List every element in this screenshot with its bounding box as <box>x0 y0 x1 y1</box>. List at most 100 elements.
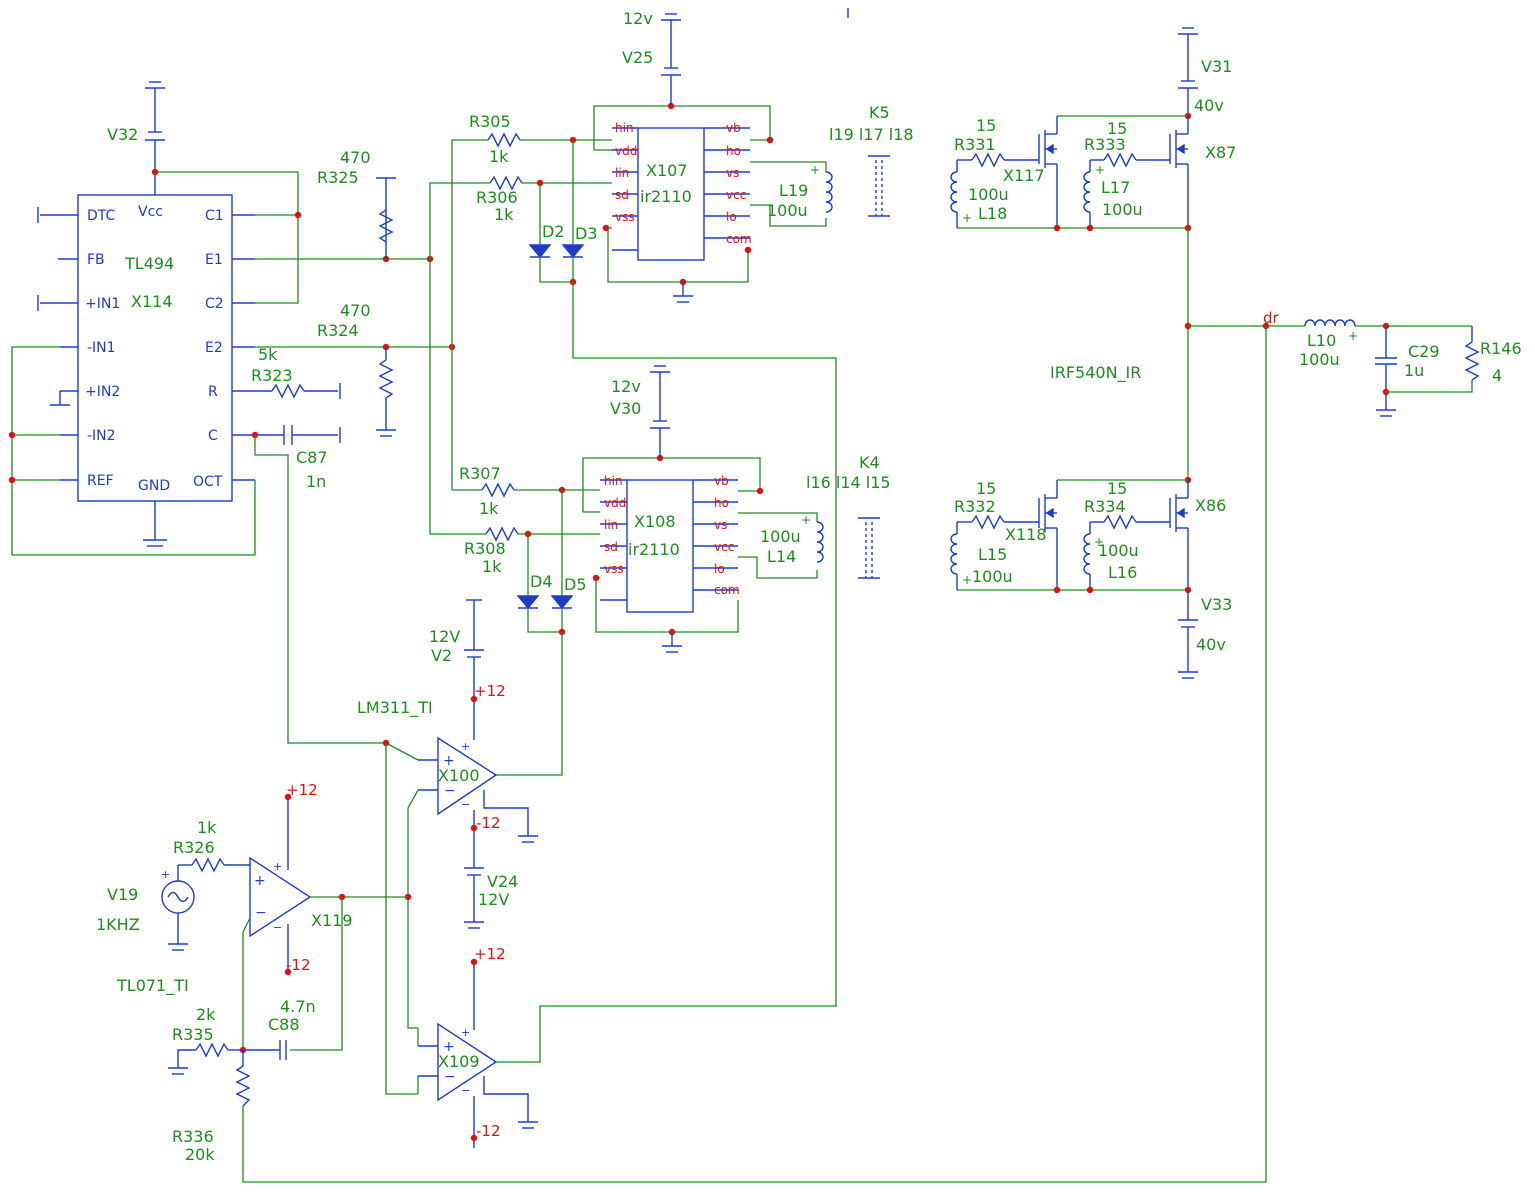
label-r333-value: 15 <box>1107 119 1127 138</box>
label-l18: L18 <box>978 204 1007 223</box>
node-p12-c: +12 <box>286 781 318 799</box>
label-r335: R335 <box>172 1025 214 1044</box>
label-r305-value: 1k <box>489 147 509 166</box>
tl494-pin-gnd: GND <box>138 478 170 494</box>
x107-driver: hin vdd lin sd vss vb ho vs vcc lo com X… <box>612 121 752 261</box>
x108-pin-vb: vb <box>714 474 729 488</box>
label-v24-value: 12V <box>478 890 509 909</box>
x107-pin-vcc: vcc <box>726 188 746 202</box>
label-r307-value: 1k <box>479 499 499 518</box>
tl494-pin-c: C <box>208 428 218 444</box>
label-irf540n: IRF540N_IR <box>1050 363 1141 383</box>
label-r307: R307 <box>459 464 501 483</box>
tl494-ref: X114 <box>131 292 173 311</box>
tl494-pin-vcc: Vcc <box>138 204 163 220</box>
label-v24: V24 <box>487 872 518 891</box>
tl494-pin-dtc: DTC <box>87 208 116 224</box>
label-l16: L16 <box>1108 563 1137 582</box>
label-v30: V30 <box>610 399 641 418</box>
svg-text:−: − <box>461 798 470 811</box>
label-r308-value: 1k <box>482 557 502 576</box>
label-l17: L17 <box>1101 178 1130 197</box>
label-l15-value: 100u <box>972 567 1013 586</box>
x108-pin-lin: lin <box>604 518 618 532</box>
label-v2: V2 <box>431 646 452 665</box>
label-r336-value: 20k <box>185 1145 215 1164</box>
label-d2: D2 <box>542 222 565 241</box>
label-v33: V33 <box>1201 595 1232 614</box>
label-x109: X109 <box>438 1052 480 1071</box>
x108-pin-com: com <box>714 583 740 597</box>
svg-text:+: + <box>461 740 470 753</box>
label-x87: X87 <box>1205 143 1236 162</box>
x107-pin-hin: hin <box>615 121 634 135</box>
label-c29-value: 1u <box>1404 361 1424 380</box>
label-c29: C29 <box>1408 342 1440 361</box>
svg-text:+: + <box>962 573 972 587</box>
label-v31: V31 <box>1201 57 1232 76</box>
tl494-pin-e2: E2 <box>205 340 223 356</box>
label-c87-value: 1n <box>306 472 326 491</box>
label-r325: R325 <box>317 168 359 187</box>
tl494-pin-c2: C2 <box>205 296 224 312</box>
label-l10: L10 <box>1307 331 1336 350</box>
label-r146-value: 4 <box>1492 366 1502 385</box>
node-dr: dr <box>1263 309 1280 327</box>
label-r146: R146 <box>1480 339 1522 358</box>
node-p12-a: +12 <box>474 682 506 700</box>
label-lm311: LM311_TI <box>357 698 433 718</box>
label-x118: X118 <box>1005 525 1047 544</box>
node-m12-b: -12 <box>476 1122 501 1140</box>
label-r334-value: 15 <box>1107 479 1127 498</box>
svg-text:−: − <box>444 783 456 799</box>
label-v25: V25 <box>622 48 653 67</box>
tl494-chip: DTC FB +IN1 -IN1 +IN2 -IN2 REF C1 E1 C2 … <box>37 81 255 547</box>
label-l10-value: 100u <box>1299 350 1340 369</box>
tl494-pin-in2p: +IN2 <box>85 384 120 400</box>
label-ir2110-b: ir2110 <box>628 540 680 559</box>
label-l16-value: 100u <box>1098 541 1139 560</box>
svg-text:+: + <box>1348 329 1358 343</box>
x108-pin-sd: sd <box>604 540 618 554</box>
label-tl071: TL071_TI <box>116 976 189 996</box>
tl494-pin-fb: FB <box>87 252 105 268</box>
label-k4: K4 <box>859 453 880 472</box>
label-v31-value: 40v <box>1194 96 1224 115</box>
label-d5: D5 <box>564 575 587 594</box>
tl494-pin-in1n: -IN1 <box>87 340 116 356</box>
label-v2-value: 12V <box>429 627 460 646</box>
label-r332-value: 15 <box>976 479 996 498</box>
label-r331-value: 15 <box>976 116 996 135</box>
label-x117: X117 <box>1003 166 1045 185</box>
tl494-pin-e1: E1 <box>205 252 223 268</box>
x108-pin-lo: lo <box>714 562 725 576</box>
x107-pin-vs: vs <box>726 166 739 180</box>
x108-pin-vdd: vdd <box>604 496 626 510</box>
node-p12-b: +12 <box>474 945 506 963</box>
svg-text:−: − <box>461 1084 470 1097</box>
label-r323: R323 <box>251 366 293 385</box>
x107-pin-com: com <box>726 232 752 246</box>
x108-pin-vss: vss <box>604 562 624 576</box>
label-r306-value: 1k <box>494 205 514 224</box>
label-l18-value: 100u <box>968 185 1009 204</box>
node-m12-c: -12 <box>286 956 311 974</box>
x107-pin-sd: sd <box>615 188 629 202</box>
label-r326: R326 <box>173 838 215 857</box>
label-x86: X86 <box>1195 496 1226 515</box>
svg-text:+: + <box>801 513 811 527</box>
label-l19-value: 100u <box>767 201 808 220</box>
label-k5-coils: l19 l17 l18 <box>829 125 914 144</box>
svg-text:−: − <box>273 921 282 934</box>
x108-pin-vcc: vcc <box>714 540 734 554</box>
x108-pin-hin: hin <box>604 474 623 488</box>
label-l17-value: 100u <box>1102 200 1143 219</box>
label-r308: R308 <box>464 539 506 558</box>
svg-text:+: + <box>443 1039 455 1055</box>
x107-pin-lo: lo <box>726 210 737 224</box>
label-x107: X107 <box>646 161 688 180</box>
label-r331: R331 <box>954 135 996 154</box>
label-v25-value: 12v <box>623 9 653 28</box>
label-l19: L19 <box>779 181 808 200</box>
svg-text:+: + <box>461 1026 470 1039</box>
